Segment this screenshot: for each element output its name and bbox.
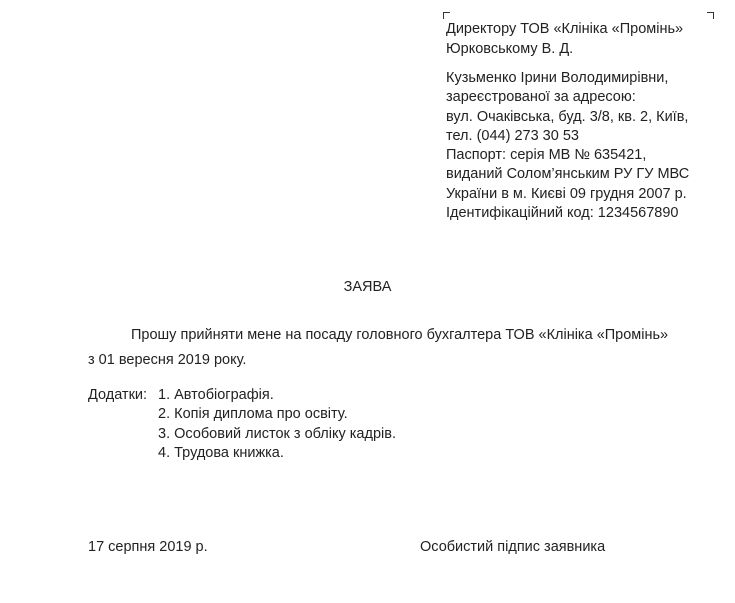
attachment-item: 2. Копія диплома про освіту.: [158, 406, 348, 423]
attachments-block: Додатки: 1. Автобіографія. 2. Копія дипл…: [88, 386, 396, 463]
signature-label: Особистий підпис заявника: [420, 539, 606, 555]
sender-registered: зареєстрованої за адресою:: [446, 89, 636, 106]
body-line-1: Прошу прийняти мене на посаду головного …: [131, 327, 669, 343]
attachment-row: Додатки: 1. Автобіографія.: [88, 386, 396, 405]
sender-name: Кузьменко Ірини Володимирівни,: [446, 70, 669, 86]
application-body: Прошу прийняти мене на посаду головного …: [88, 323, 728, 373]
sender-phone: тел. (044) 273 30 53: [446, 127, 579, 144]
sender-passport-issuer: виданий Солом’янським РУ ГУ МВС: [446, 166, 690, 183]
document-title: ЗАЯВА: [343, 279, 392, 295]
attachment-row: 4. Трудова книжка.: [88, 444, 396, 463]
application-date: 17 серпня 2019 р.: [88, 539, 208, 555]
bracket-corner-left: [443, 12, 450, 19]
addressee-name: Юрковському В. Д.: [446, 40, 574, 57]
attachment-row: 2. Копія диплома про освіту.: [88, 405, 396, 424]
attachment-row: 3. Особовий листок з обліку кадрів.: [88, 425, 396, 444]
attachment-item: 4. Трудова книжка.: [158, 444, 284, 461]
sender-passport: Паспорт: серія МВ № 635421,: [446, 147, 647, 164]
addressee-block: Директору ТОВ «Клініка «Промінь» Юрковсь…: [446, 20, 683, 59]
bracket-corner-right: [707, 12, 714, 19]
attachments-label: Додатки:: [88, 387, 148, 403]
attachment-item: 1. Автобіографія.: [158, 387, 274, 403]
sender-block: Кузьменко Ірини Володимирівни, зареєстро…: [446, 69, 689, 223]
sender-passport-date: України в м. Києві 09 грудня 2007 р.: [446, 185, 687, 202]
addressee-position: Директору ТОВ «Клініка «Промінь»: [446, 21, 684, 37]
attachment-item: 3. Особовий листок з обліку кадрів.: [158, 425, 396, 442]
body-line-2: з 01 вересня 2019 року.: [88, 352, 247, 368]
sender-address: вул. Очаківська, буд. 3/8, кв. 2, Київ,: [446, 108, 689, 125]
sender-tax-id: Ідентифікаційний код: 1234567890: [446, 205, 679, 222]
